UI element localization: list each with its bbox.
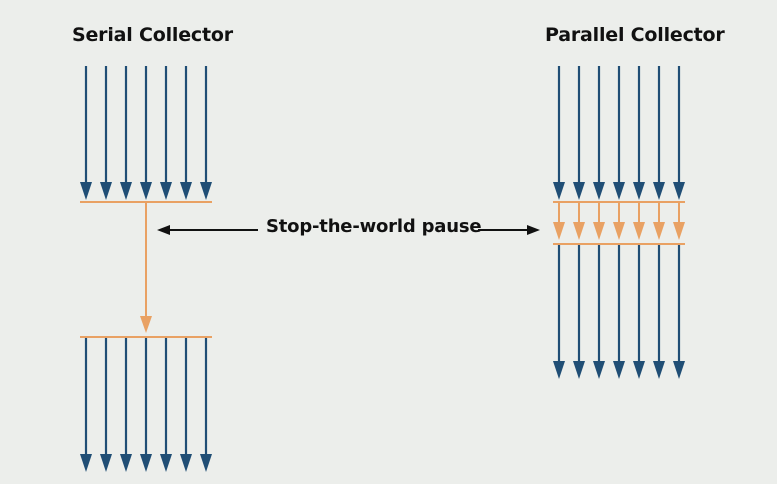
serial-top-thread-arrow <box>180 66 192 200</box>
parallel-bottom-thread-arrow <box>633 245 645 379</box>
parallel-gc-thread-arrow <box>673 203 685 240</box>
serial-top-thread-arrow <box>80 66 92 200</box>
parallel-gc-thread-arrow <box>613 203 625 240</box>
parallel-top-thread-arrow <box>553 66 565 200</box>
parallel-top-threads <box>553 66 685 200</box>
parallel-gc-thread-arrow <box>593 203 605 240</box>
serial-top-thread-arrow <box>160 66 172 200</box>
serial-top-thread-arrow <box>100 66 112 200</box>
serial-bottom-threads <box>80 338 212 472</box>
parallel-top-thread-arrow <box>613 66 625 200</box>
parallel-gc-threads <box>553 203 685 240</box>
pause-left-pointer-arrow <box>157 225 258 235</box>
parallel-bottom-threads <box>553 245 685 379</box>
parallel-bottom-thread-arrow <box>553 245 565 379</box>
parallel-gc-thread-arrow <box>653 203 665 240</box>
serial-bottom-thread-arrow <box>180 338 192 472</box>
parallel-top-thread-arrow <box>573 66 585 200</box>
parallel-bottom-thread-arrow <box>573 245 585 379</box>
parallel-gc-thread-arrow <box>633 203 645 240</box>
pause-right-pointer-arrow <box>478 225 540 235</box>
serial-bottom-thread-arrow <box>120 338 132 472</box>
serial-top-thread-arrow <box>200 66 212 200</box>
parallel-bottom-thread-arrow <box>673 245 685 379</box>
parallel-collector-title: Parallel Collector <box>545 24 725 46</box>
parallel-top-thread-arrow <box>673 66 685 200</box>
stop-the-world-pause-label: Stop-the-world pause <box>266 216 482 237</box>
serial-collector-title: Serial Collector <box>72 24 233 46</box>
serial-top-threads <box>80 66 212 200</box>
parallel-top-thread-arrow <box>633 66 645 200</box>
serial-bottom-thread-arrow <box>80 338 92 472</box>
serial-top-thread-arrow <box>140 66 152 200</box>
serial-bottom-thread-arrow <box>140 338 152 472</box>
serial-bottom-thread-arrow <box>200 338 212 472</box>
parallel-bottom-thread-arrow <box>613 245 625 379</box>
parallel-bottom-thread-arrow <box>653 245 665 379</box>
serial-gc-thread-arrow <box>140 203 152 333</box>
serial-bottom-thread-arrow <box>100 338 112 472</box>
parallel-top-thread-arrow <box>653 66 665 200</box>
parallel-top-thread-arrow <box>593 66 605 200</box>
serial-top-thread-arrow <box>120 66 132 200</box>
parallel-gc-thread-arrow <box>573 203 585 240</box>
parallel-bottom-thread-arrow <box>593 245 605 379</box>
parallel-gc-thread-arrow <box>553 203 565 240</box>
serial-bottom-thread-arrow <box>160 338 172 472</box>
